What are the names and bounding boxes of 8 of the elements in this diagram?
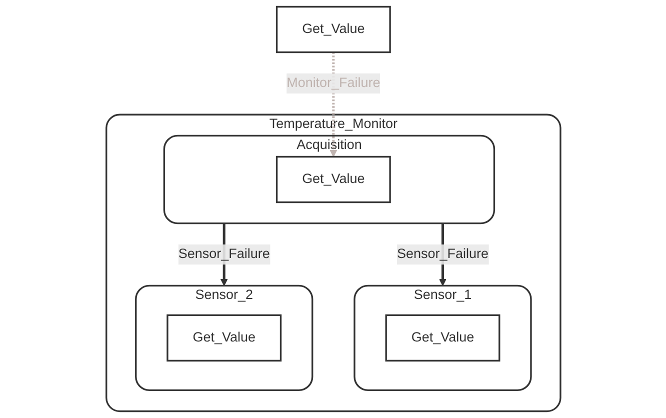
edge-label: Monitor_Failure <box>286 76 380 90</box>
node-box: Get_Value <box>166 314 282 362</box>
node-box: Get_Value <box>384 314 500 362</box>
edge-label: Sensor_Failure <box>396 246 488 262</box>
arrow <box>329 52 337 158</box>
edge-label: Sensor_Failure <box>178 246 270 262</box>
node-box: Get_Value <box>276 6 390 54</box>
node-box: Get_Value <box>276 156 390 204</box>
